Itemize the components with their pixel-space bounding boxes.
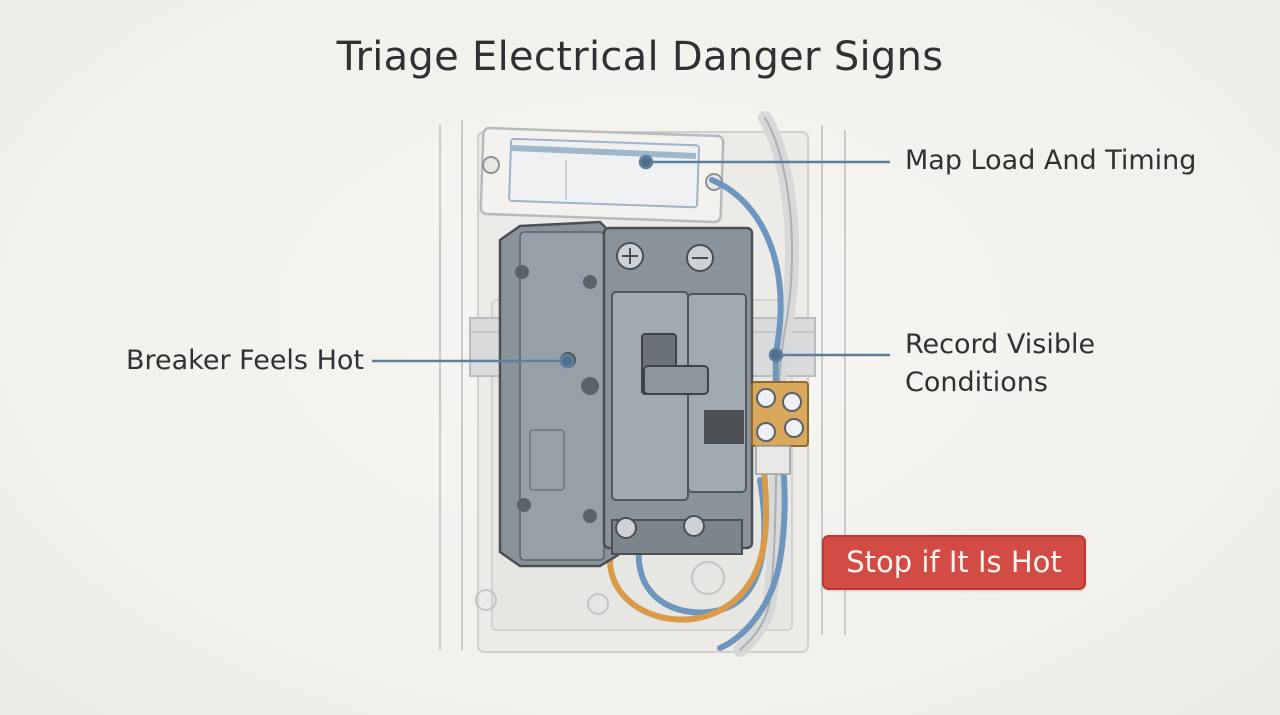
breaker-right [602, 226, 754, 555]
callout-map-load: Map Load And Timing [905, 145, 1197, 176]
callout-record-line2: Conditions [905, 367, 1048, 398]
mounting-holes [475, 561, 725, 615]
terminal-block [751, 381, 809, 475]
page-title: Triage Electrical Danger Signs [336, 34, 944, 80]
anchor-dot-breaker-hot [559, 353, 575, 369]
leader-lines [372, 154, 890, 369]
anchor-dot-map-load [638, 154, 654, 170]
anchor-dot-record-conditions [768, 347, 784, 363]
callout-record-conditions: Record Visible Conditions [905, 326, 1095, 402]
warning-badge: Stop if It Is Hot [822, 535, 1086, 590]
callout-breaker-hot: Breaker Feels Hot [126, 345, 364, 376]
breaker-left [498, 220, 620, 568]
label-plate [479, 126, 725, 224]
screw-icon [482, 156, 500, 174]
callout-record-line1: Record Visible [905, 329, 1096, 360]
